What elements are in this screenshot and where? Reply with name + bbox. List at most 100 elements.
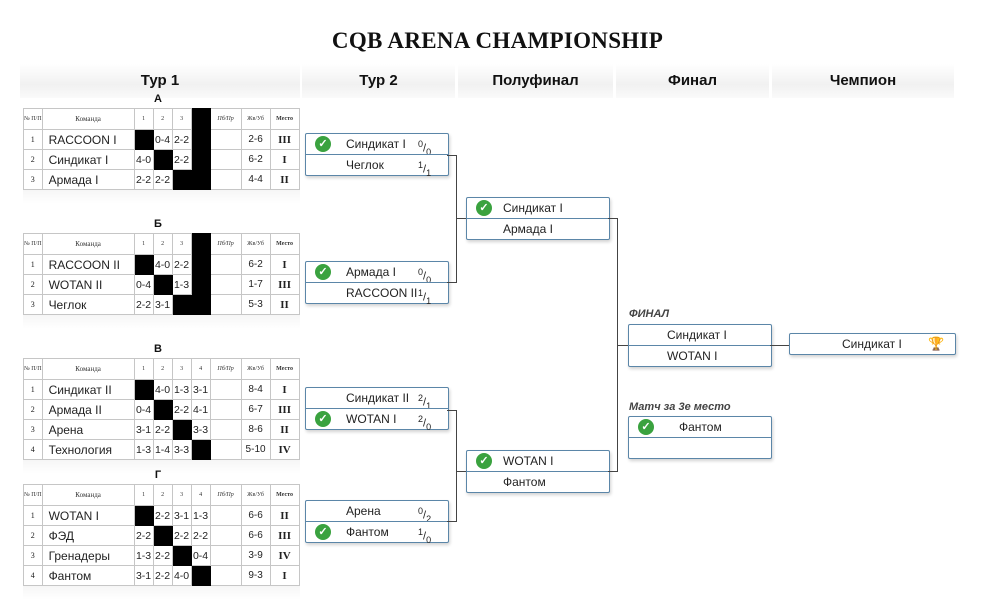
goal-diff: 2-6 xyxy=(240,129,271,150)
goal-diff: 4-4 xyxy=(240,169,271,190)
connector-line xyxy=(447,410,457,411)
score-cell xyxy=(171,294,192,315)
team-name: Синдикат II xyxy=(41,379,135,400)
goal-diff: 9-3 xyxy=(240,565,271,586)
final-match-top-slot[interactable]: Синдикат I xyxy=(629,325,771,345)
team-name: Синдикат I xyxy=(667,328,727,342)
check-icon: ✓ xyxy=(315,136,331,152)
header-team: Команда xyxy=(41,358,135,380)
score-cell xyxy=(152,149,173,170)
series-score: 0/0 xyxy=(418,262,431,290)
score-cell: 2-2 xyxy=(133,169,154,190)
check-icon: ✓ xyxy=(315,264,331,280)
header-place: Место xyxy=(269,484,300,506)
semifinal-match-top-slot[interactable]: ✓WOTAN I xyxy=(467,451,609,471)
pb-cell xyxy=(209,379,242,400)
final-match-bottom-slot[interactable]: WOTAN I xyxy=(629,345,771,366)
header-col: 1 xyxy=(133,358,154,380)
check-icon: ✓ xyxy=(476,453,492,469)
team-name: Чеглок xyxy=(41,294,135,315)
semifinal-match-bottom-slot[interactable]: Армада I xyxy=(467,218,609,239)
header-place: Место xyxy=(269,233,300,255)
score-cell: 3-1 xyxy=(133,419,154,440)
score-cell: 2-2 xyxy=(171,149,192,170)
pb-cell xyxy=(209,129,242,150)
team-name: Армада II xyxy=(41,399,135,420)
row-num: 2 xyxy=(23,274,43,295)
goal-diff: 8-6 xyxy=(240,419,271,440)
score-cell: 4-0 xyxy=(133,149,154,170)
semifinal-match[interactable]: ✓Синдикат I Армада I xyxy=(466,197,610,240)
score-cell: 0-4 xyxy=(190,545,211,566)
score-lost: 0 xyxy=(426,534,432,545)
place: II xyxy=(269,169,300,190)
score-slash: / xyxy=(423,142,427,155)
champion-slot[interactable]: Синдикат I🏆 xyxy=(790,334,955,354)
blank-cell xyxy=(190,274,211,295)
header-place: Место xyxy=(269,358,300,380)
check-icon: ✓ xyxy=(315,411,331,427)
connector-line xyxy=(456,410,457,522)
score-cell: 2-2 xyxy=(171,254,192,275)
column-header-semifinal-label: Полуфинал xyxy=(492,72,579,89)
column-header-champion-label: Чемпион xyxy=(829,72,897,89)
team-name: Армада I xyxy=(503,222,553,236)
header-col: 3 xyxy=(171,233,192,255)
column-header-champion: Чемпион xyxy=(772,64,954,98)
score-cell xyxy=(152,525,173,546)
team-name: Синдикат II xyxy=(346,391,410,405)
third-place-match[interactable]: ✓Фантом xyxy=(628,416,772,459)
team-name: Синдикат I xyxy=(41,149,135,170)
score-cell: 3-1 xyxy=(190,379,211,400)
score-cell: 2-2 xyxy=(152,545,173,566)
score-won: 2 xyxy=(418,414,424,424)
header-col: 1 xyxy=(133,233,154,255)
score-lost: 0 xyxy=(426,146,432,157)
header-pb: Пб/Пр xyxy=(209,108,242,130)
score-cell: 2-2 xyxy=(171,399,192,420)
third-place-match-bottom-slot[interactable] xyxy=(629,437,771,458)
score-won: 2 xyxy=(418,393,424,403)
score-cell: 2-2 xyxy=(190,525,211,546)
place: I xyxy=(269,565,300,586)
final-match[interactable]: Синдикат I WOTAN I xyxy=(628,324,772,367)
score-won: 1 xyxy=(418,288,424,298)
score-cell: 2-2 xyxy=(133,525,154,546)
header-ab: Жв/Уб xyxy=(240,358,271,380)
header-pb: Пб/Пр xyxy=(209,233,242,255)
place: IV xyxy=(269,439,300,460)
goal-diff: 5-3 xyxy=(240,294,271,315)
champion-box[interactable]: Синдикат I🏆 xyxy=(789,333,956,355)
connector-line xyxy=(447,521,457,522)
header-col: 2 xyxy=(152,358,173,380)
blank-cell xyxy=(190,129,211,150)
group-letter: В xyxy=(154,343,162,355)
goal-diff: 6-2 xyxy=(240,149,271,170)
row-num: 1 xyxy=(23,505,43,526)
score-cell: 2-2 xyxy=(152,565,173,586)
goal-diff: 5-10 xyxy=(240,439,271,460)
team-name: RACCOON II xyxy=(346,286,418,300)
semifinal-match-bottom-slot[interactable]: Фантом xyxy=(467,471,609,492)
third-place-match-top-slot[interactable]: ✓Фантом xyxy=(629,417,771,437)
score-cell: 0-4 xyxy=(152,129,173,150)
semifinal-match-top-slot[interactable]: ✓Синдикат I xyxy=(467,198,609,218)
score-won: 0 xyxy=(418,506,424,516)
check-icon: ✓ xyxy=(638,419,654,435)
